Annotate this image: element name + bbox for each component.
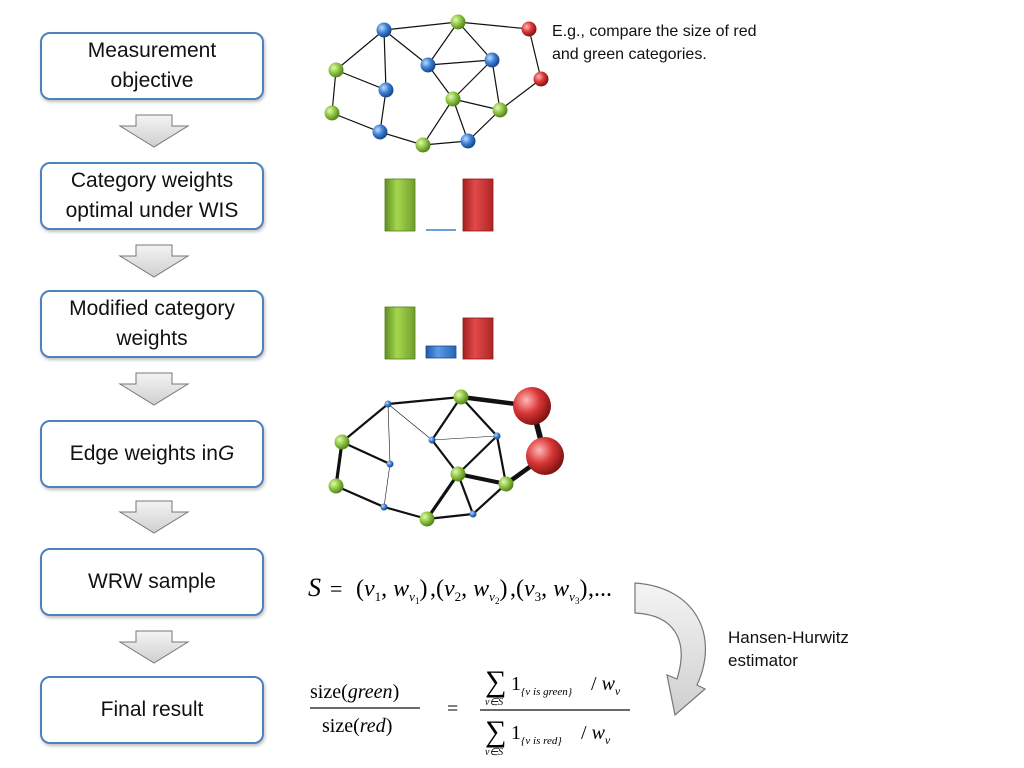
down-arrow-icon	[118, 244, 190, 278]
ratio-denominator: size(red)	[322, 715, 392, 737]
node-green	[419, 511, 435, 527]
node-red	[521, 21, 537, 37]
node-blue	[378, 82, 394, 98]
node-green	[334, 434, 350, 450]
sample-term-2: ,(v2, wv2)	[430, 576, 507, 606]
node-green	[453, 389, 469, 405]
formula-equals: =	[330, 576, 342, 601]
weighted-edges	[334, 394, 548, 521]
step-edge-weights: Edge weights in G	[40, 420, 264, 488]
node-blue	[384, 400, 392, 408]
bar-red	[462, 317, 494, 360]
wis-weights-bars	[384, 178, 494, 232]
down-arrow-icon	[118, 630, 190, 664]
graph-nodes	[324, 14, 549, 153]
formula-ellipsis: ,...	[588, 576, 612, 602]
down-arrow-icon	[118, 500, 190, 534]
example-note: E.g., compare the size of red and green …	[552, 23, 757, 63]
bar-green	[384, 178, 416, 232]
step-modified-category-weights: Modified category weights	[40, 290, 264, 358]
sum-index-bottom: v∈S	[485, 747, 503, 758]
node-blue	[469, 510, 477, 518]
graph-variable: G	[217, 442, 235, 465]
node-red-large	[526, 437, 564, 475]
node-blue	[386, 460, 394, 468]
sample-formula: S = (v1, wv1) ,(v2, wv2) ,(v3, wv3) ,...	[308, 573, 612, 606]
sum-symbol-top: ∑	[485, 665, 506, 698]
node-green	[450, 466, 466, 482]
down-arrow-icon	[118, 372, 190, 406]
node-green	[415, 137, 431, 153]
ratio-numerator: size(green)	[310, 681, 399, 703]
indicator-green: 1{v is green}	[511, 673, 573, 698]
node-green	[498, 476, 514, 492]
sample-term-1: (v1, wv1)	[356, 576, 427, 606]
node-green	[328, 478, 344, 494]
bar-red	[462, 178, 494, 232]
ratio-equals: =	[447, 698, 458, 720]
node-red	[533, 71, 549, 87]
node-red-large	[513, 387, 551, 425]
node-blue	[484, 52, 500, 68]
node-blue	[380, 503, 388, 511]
modified-weights-bars	[384, 306, 494, 360]
down-arrow-icon	[118, 114, 190, 148]
node-green	[492, 102, 508, 118]
step-final-result: Final result	[40, 676, 264, 744]
ratio-formula: size(green) size(red) = ∑ v∈S 1{v is gre…	[310, 665, 630, 758]
bar-blue	[425, 345, 457, 359]
formula-s: S	[308, 573, 321, 602]
sum-index-top: v∈S	[485, 697, 503, 708]
node-green	[328, 62, 344, 78]
node-blue	[493, 432, 501, 440]
node-green	[445, 91, 461, 107]
step-measurement-objective: Measurement objective	[40, 32, 264, 100]
curved-arrow-icon	[634, 582, 707, 717]
step-category-weights-wis: Category weights optimal under WIS	[40, 162, 264, 230]
node-blue	[420, 57, 436, 73]
node-green	[324, 105, 340, 121]
indicator-red: 1{v is red}	[511, 722, 562, 747]
node-blue	[428, 436, 436, 444]
weight-top: / wv	[591, 673, 621, 698]
weighted-nodes	[328, 387, 564, 527]
node-blue	[372, 124, 388, 140]
node-blue	[460, 133, 476, 149]
weighted-graph	[328, 387, 564, 527]
graph-edges	[331, 21, 542, 146]
category-graph	[324, 14, 549, 153]
sum-symbol-bottom: ∑	[485, 715, 506, 748]
bar-green	[384, 306, 416, 360]
node-green	[450, 14, 466, 30]
sample-term-3: ,(v3, wv3)	[510, 576, 587, 606]
node-blue	[376, 22, 392, 38]
estimator-label: Hansen-Hurwitz estimator	[728, 628, 849, 670]
step-wrw-sample: WRW sample	[40, 548, 264, 616]
weight-bottom: / wv	[581, 722, 611, 747]
